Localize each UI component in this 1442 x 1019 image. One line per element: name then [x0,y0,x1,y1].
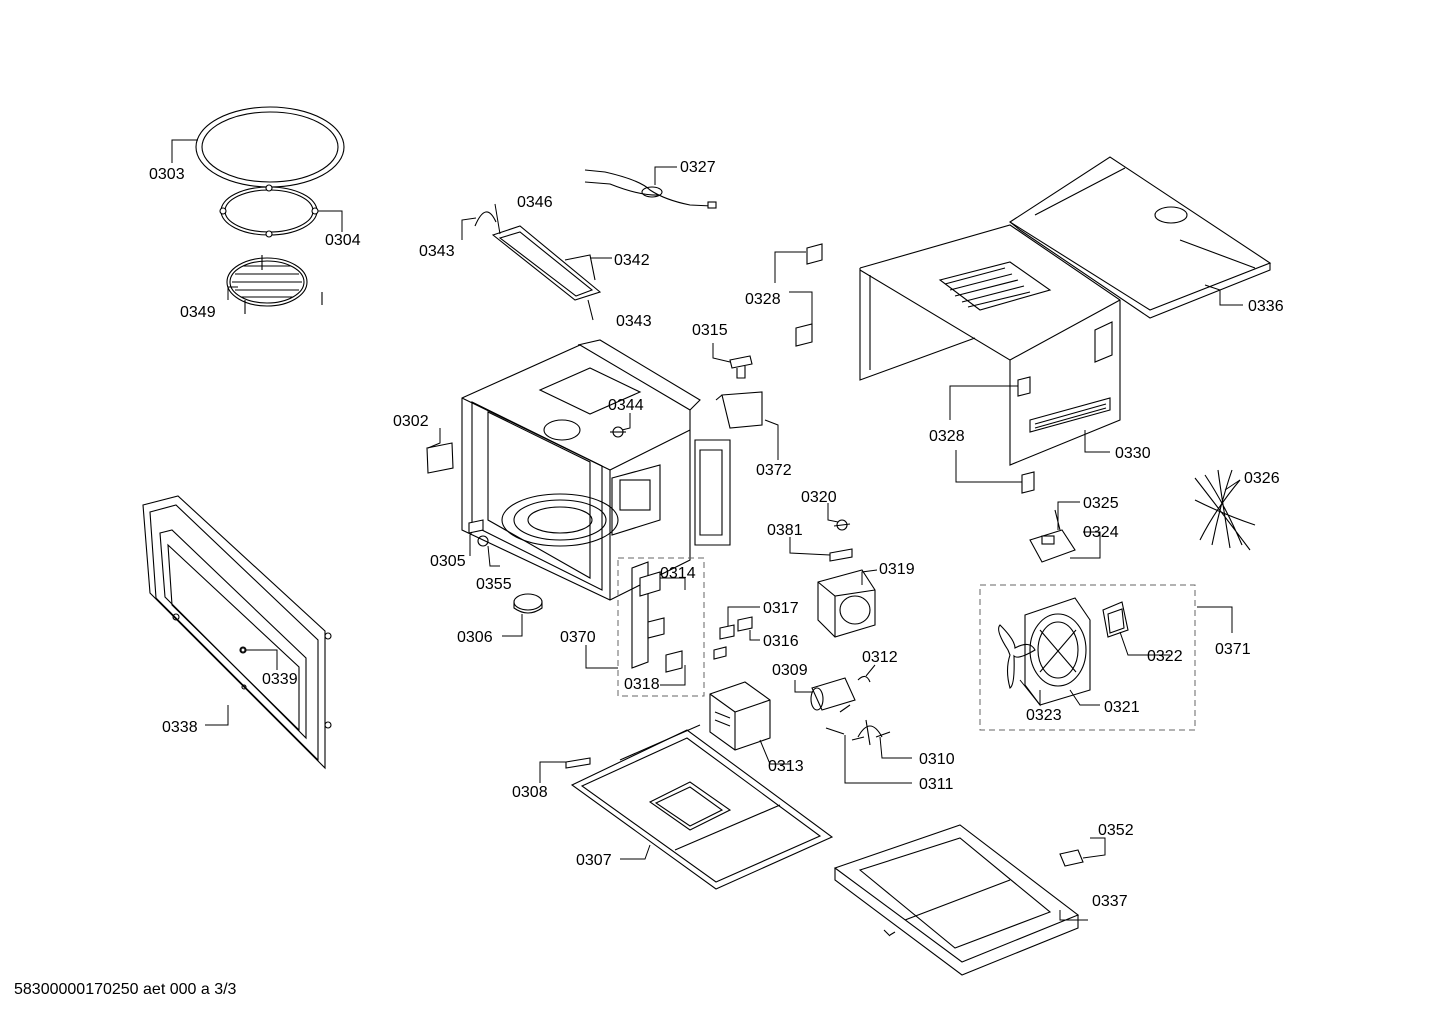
callout-0313: 0313 [768,758,804,775]
part-0305-clip [468,519,484,534]
part-0328-bracket-top [806,243,823,265]
callout-0308: 0308 [512,784,548,801]
callout-0310: 0310 [919,751,955,768]
callout-0307: 0307 [576,852,612,869]
callout-0337: 0337 [1092,893,1128,910]
callout-0370: 0370 [560,629,596,646]
part-0328-bracket-low2 [1021,471,1035,494]
callout-0303: 0303 [149,166,185,183]
part-0338-door-frame [142,495,332,770]
callout-0344: 0344 [608,397,644,414]
part-0326-wire-harness [1194,469,1256,551]
callout-0338: 0338 [162,719,198,736]
callout-0343-bottom: 0343 [616,313,652,330]
part-0372-plate [715,391,763,429]
callout-0330: 0330 [1115,445,1151,462]
part-oven-cavity [461,339,731,601]
callout-0320: 0320 [801,489,837,506]
part-0327-cable [584,169,717,209]
callout-0372: 0372 [756,462,792,479]
callout-0349: 0349 [180,304,216,321]
part-0311-wire [825,704,851,735]
part-0310-clamp [851,719,891,746]
part-0307-base-plate [570,724,834,890]
callout-0339: 0339 [262,671,298,688]
leader-lines [171,139,1243,921]
part-0355-washer [477,535,489,547]
callout-0352: 0352 [1098,822,1134,839]
part-0319-magnetron [817,569,876,638]
callout-0317: 0317 [763,600,799,617]
callout-0322: 0322 [1147,648,1183,665]
callout-0302: 0302 [393,413,429,430]
callout-0328-low: 0328 [929,428,965,445]
callout-0314: 0314 [660,565,696,582]
part-0324-control-board [1029,509,1076,563]
part-0313-transformer [709,681,771,751]
callout-0311: 0311 [919,776,954,793]
callout-0323: 0323 [1026,707,1062,724]
part-0330-outer-casing [859,224,1121,466]
callout-0316: 0316 [763,633,799,650]
callout-0371: 0371 [1215,641,1251,658]
part-0309-capacitor [810,677,856,711]
callout-0306: 0306 [457,629,493,646]
callout-0309: 0309 [772,662,808,679]
part-0344-thermal-fuse [610,426,626,438]
part-0303-turntable-glass [195,106,345,188]
group-0370-box [617,557,705,697]
part-0322-fan-bracket [1102,601,1129,638]
callout-0321: 0321 [1104,699,1140,716]
part-0312-diode [857,675,871,683]
callout-0342: 0342 [614,252,650,269]
callout-0328-top: 0328 [745,291,781,308]
part-0352-clip [1059,849,1084,867]
part-0349-grill-rack [226,255,323,314]
part-0328-bracket-low1 [1017,376,1031,397]
part-0337-bottom-tray [833,824,1080,976]
callout-0319: 0319 [879,561,915,578]
callout-0324: 0324 [1083,524,1119,541]
part-0370-interlock-bracket [631,561,683,673]
part-0381-bracket [829,548,853,562]
callout-0343-top: 0343 [419,243,455,260]
callout-0305: 0305 [430,553,466,570]
callout-0326: 0326 [1244,470,1280,487]
part-0317-switch [713,616,753,660]
callout-labels: 0303 0304 0349 0338 0339 0302 0346 0343 … [149,159,1284,910]
callout-0318: 0318 [624,676,660,693]
part-0306-motor [513,593,543,614]
callout-0381: 0381 [767,522,803,539]
part-0320-thermostat [833,519,851,531]
callout-0355: 0355 [476,576,512,593]
part-0308-bracket [565,757,591,769]
part-0346-rail [474,211,602,301]
footer-document-code: 58300000170250 aet 000 a 3/3 [14,981,237,998]
part-0336-top-cover [1008,156,1272,319]
part-0304-roller-ring [219,184,319,238]
callout-0346: 0346 [517,194,553,211]
part-0321-fan-housing [1024,597,1091,706]
callout-0304: 0304 [325,232,361,249]
callout-0336: 0336 [1248,298,1284,315]
part-0323-fan-blade [998,624,1036,689]
callout-0327: 0327 [680,159,716,176]
callout-0315: 0315 [692,322,728,339]
callout-0312: 0312 [862,649,898,666]
part-0328-bracket-mid [795,323,813,347]
part-0302-mica-cover [426,442,454,474]
callout-0325: 0325 [1083,495,1119,512]
part-0315-coupler [729,355,753,379]
